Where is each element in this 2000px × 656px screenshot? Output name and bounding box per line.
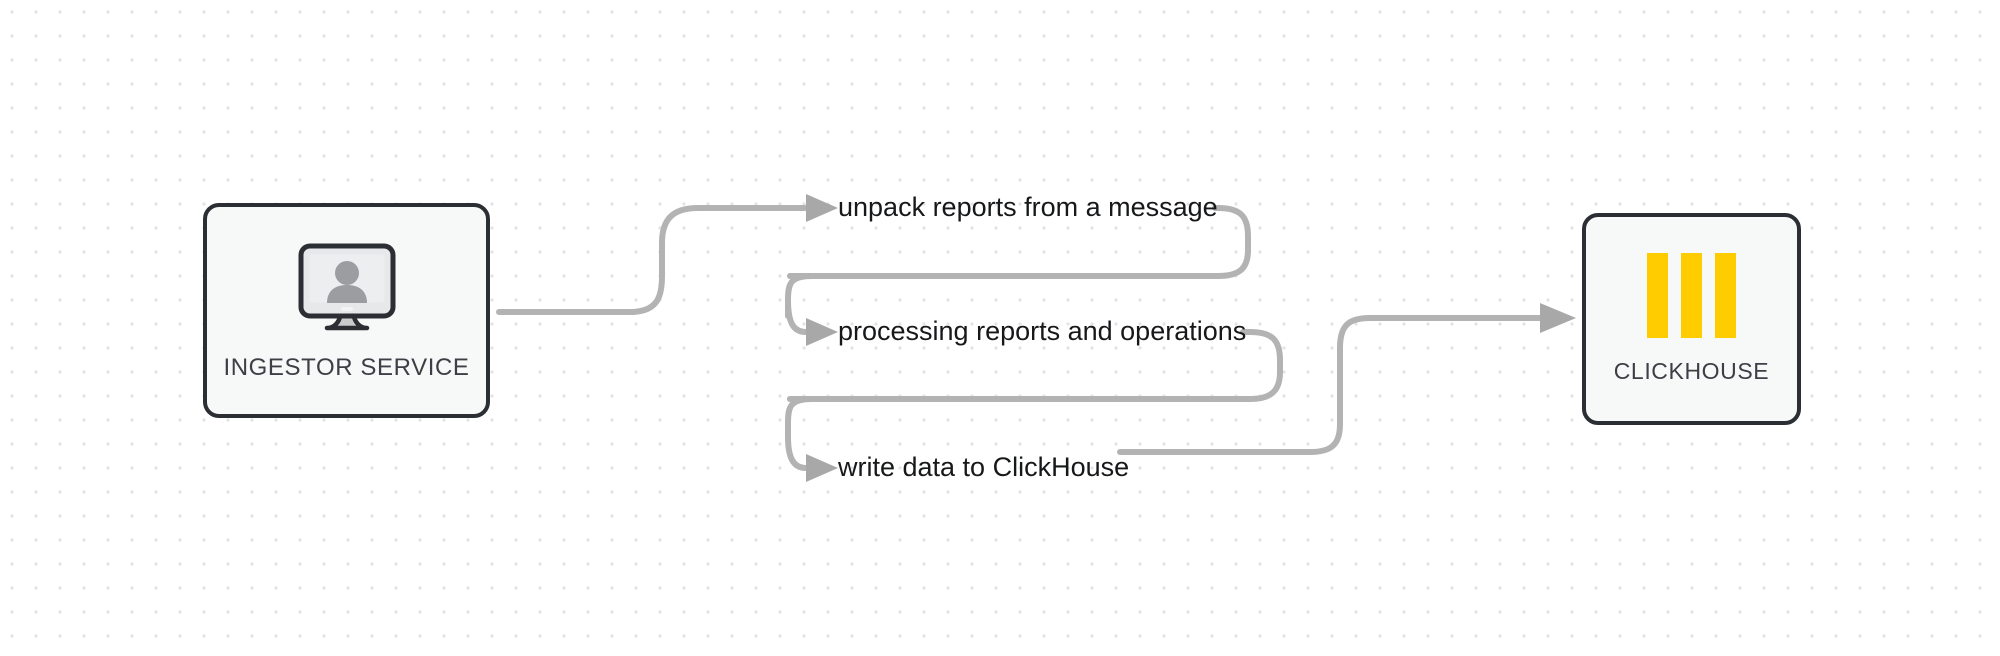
edge-processing-arrowhead [806, 318, 838, 346]
edge-processing-path [785, 273, 1283, 402]
node-clickhouse-label: CLICKHOUSE [1613, 358, 1770, 384]
edge-unpack-path [496, 205, 1251, 315]
node-clickhouse[interactable]: CLICKHOUSE [1582, 213, 1801, 425]
monitor-user-icon [295, 240, 399, 336]
clickhouse-bar-2 [1681, 253, 1702, 338]
edge-processing-label: processing reports and operations [838, 316, 1246, 346]
edge-write-label: write data to ClickHouse [837, 452, 1129, 482]
clickhouse-bar-1 [1647, 253, 1668, 338]
edge-unpack[interactable]: unpack reports from a message [496, 192, 1251, 315]
edge-write-path [785, 315, 1543, 471]
node-ingestor-service-label: INGESTOR SERVICE [223, 353, 470, 381]
node-ingestor-service[interactable]: INGESTOR SERVICE [203, 203, 490, 418]
edge-unpack-arrowhead [806, 194, 838, 222]
edge-write[interactable]: write data to ClickHouse [785, 303, 1576, 482]
edge-unpack-label: unpack reports from a message [838, 192, 1218, 222]
edge-processing[interactable]: processing reports and operations [785, 273, 1283, 402]
edge-write-arrowhead [806, 454, 838, 482]
edge-write-to-clickhouse-arrowhead [1540, 303, 1576, 333]
clickhouse-logo-icon [1647, 253, 1736, 338]
clickhouse-bar-3 [1715, 253, 1736, 338]
